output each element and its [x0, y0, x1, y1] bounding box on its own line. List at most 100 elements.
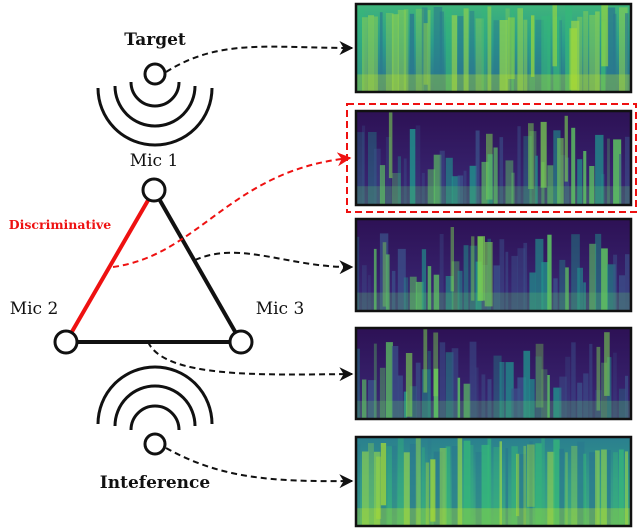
spectrogram-band — [439, 234, 444, 311]
interference-sound-waves-icon — [96, 365, 214, 431]
spectrogram-band — [583, 453, 587, 526]
spectrogram-band — [583, 151, 587, 205]
spectrogram-band — [523, 350, 531, 419]
spectrogram-mic-pair-3 — [354, 326, 633, 421]
arrow-interference-to-spectrogram — [165, 447, 354, 489]
spectrogram-band — [356, 348, 360, 419]
spectrogram-band — [613, 254, 618, 311]
spectrogram-band — [481, 374, 486, 419]
spectrogram-band — [505, 8, 510, 92]
spectrogram-streak — [508, 17, 515, 79]
arrow-edge13-to-spectrogram — [194, 251, 354, 275]
spectrogram-band — [493, 447, 501, 526]
spectrogram-band — [553, 130, 561, 205]
spectrogram-band — [469, 10, 475, 92]
spectrogram-band — [481, 5, 487, 92]
spectrogram-streak — [531, 15, 535, 77]
spectrogram-band — [523, 445, 527, 526]
spectrogram-band — [475, 367, 479, 419]
target-source-icon — [143, 62, 167, 86]
spectrogram-band — [469, 245, 478, 311]
spectrogram-band — [517, 377, 527, 419]
spectrogram-band — [511, 8, 514, 93]
spectrogram-band — [445, 446, 451, 526]
spectrogram-band — [445, 157, 453, 205]
spectrogram-band — [547, 451, 555, 526]
spectrogram-band — [385, 254, 390, 311]
spectrogram-band — [391, 173, 401, 205]
spectrogram-band — [565, 452, 568, 526]
spectrogram-band — [559, 376, 567, 419]
spectrogram-streak — [528, 123, 534, 189]
spectrogram-band — [445, 352, 454, 419]
spectrogram-band — [409, 276, 417, 311]
spectrogram-band — [607, 7, 616, 92]
spectrogram-band — [493, 355, 502, 419]
spectrogram-band — [469, 165, 477, 205]
spectrogram-band — [427, 350, 431, 419]
arrow-target-to-spectrogram — [165, 40, 354, 73]
spectrogram-streak — [569, 28, 577, 90]
spectrogram-band — [547, 375, 550, 419]
spectrogram-band — [607, 450, 611, 526]
spectrogram-streak — [527, 444, 535, 507]
spectrogram-band — [463, 170, 467, 205]
spectrogram-band — [451, 176, 460, 205]
spectrogram-band — [559, 20, 562, 93]
spectrogram-frame — [354, 2, 633, 94]
interference-source-icon — [143, 432, 167, 456]
spectrogram-band — [379, 367, 386, 419]
spectrogram-band — [385, 342, 393, 419]
spectrogram-band — [517, 248, 526, 311]
spectrogram-band — [619, 7, 628, 92]
spectrogram-band — [541, 262, 549, 311]
spectrogram-band — [475, 130, 480, 205]
spectrogram-streak — [388, 112, 393, 179]
spectrogram-band — [613, 452, 618, 526]
spectrogram-streak — [516, 453, 520, 517]
spectrogram-band — [625, 254, 630, 311]
spectrogram-band — [415, 437, 421, 526]
spectrogram-streak — [433, 332, 439, 397]
spectrogram-frame — [354, 435, 633, 528]
spectrogram-band — [433, 274, 440, 311]
spectrogram-band — [391, 445, 397, 526]
spectrogram-streak — [535, 343, 544, 408]
target-label: Target — [124, 30, 186, 50]
spectrogram-band — [385, 137, 391, 205]
arrow-discriminative-to-spectrogram — [112, 152, 352, 268]
spectrogram-band — [511, 172, 515, 205]
spectrogram-band — [619, 388, 626, 419]
spectrogram-band — [469, 444, 474, 526]
spectrogram-band — [589, 343, 593, 419]
spectrogram-band — [559, 259, 566, 311]
spectrogram-band — [535, 443, 542, 526]
spectrogram-streak — [484, 242, 493, 307]
spectrogram-band — [415, 125, 421, 205]
spectrogram-band — [421, 172, 425, 205]
spectrogram-band — [457, 377, 461, 419]
spectrogram-band — [505, 251, 509, 311]
discriminative-highlight-box — [346, 103, 637, 213]
spectrogram-band — [511, 446, 518, 526]
spectrogram-band — [613, 139, 622, 205]
spectrogram-streak — [423, 23, 429, 85]
spectrogram-target — [354, 2, 633, 94]
spectrogram-band — [439, 150, 445, 205]
spectrogram-band — [373, 148, 381, 205]
spectrogram-band — [457, 175, 464, 205]
spectrogram-band — [368, 15, 374, 93]
arrow-edge23-to-spectrogram — [147, 341, 354, 382]
spectrogram-band — [403, 391, 408, 419]
mic1-label: Mic 1 — [130, 151, 179, 171]
spectrogram-band — [613, 352, 617, 419]
spectrogram-band — [499, 441, 502, 526]
spectrogram-streak — [430, 459, 436, 522]
spectrogram-band — [607, 264, 616, 311]
spectrogram-band — [553, 439, 560, 526]
spectrogram-band — [601, 248, 608, 311]
spectrogram-band — [356, 7, 365, 93]
spectrogram-streak — [486, 133, 493, 200]
spectrogram-band — [535, 356, 542, 419]
